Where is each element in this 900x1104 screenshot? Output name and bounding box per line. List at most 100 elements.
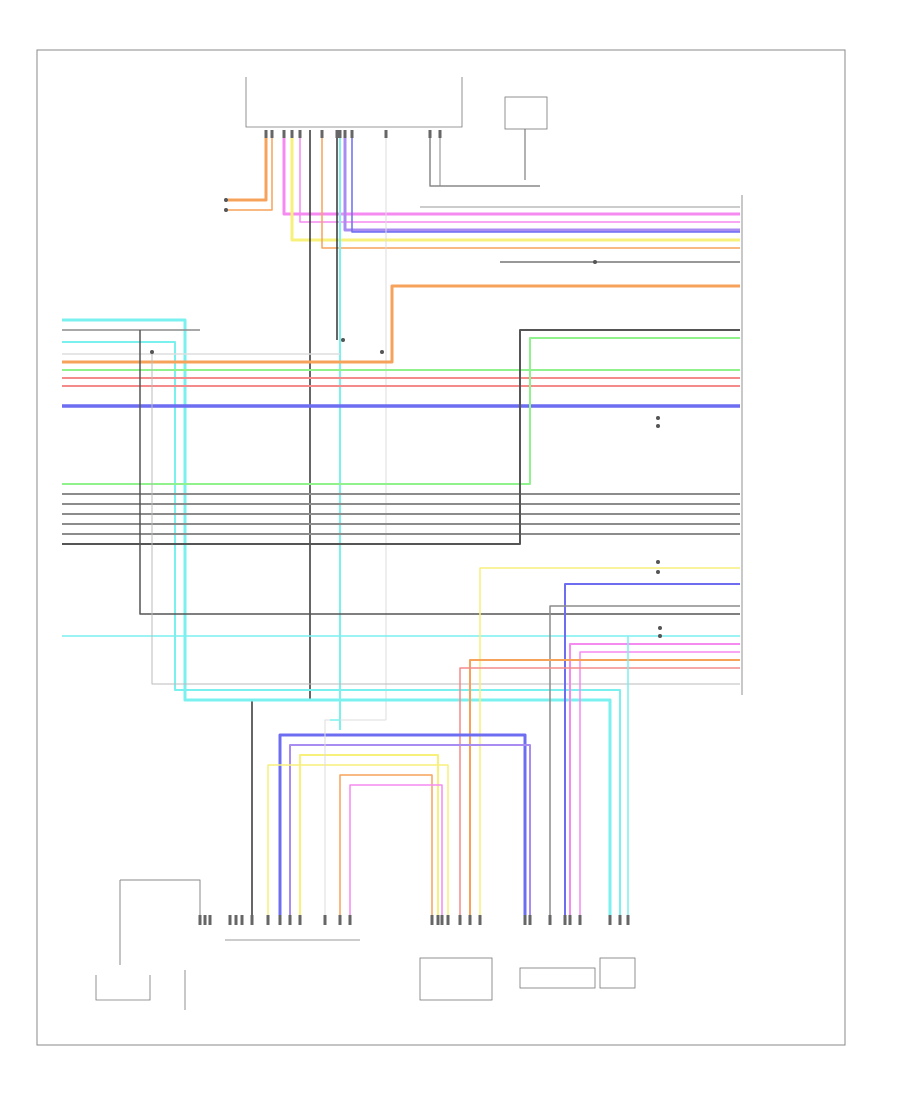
wire-orange-top xyxy=(228,130,268,202)
wire-green-loop xyxy=(62,337,740,485)
pin-stub xyxy=(234,915,238,925)
pin-stub xyxy=(240,915,244,925)
pin-stub xyxy=(290,130,294,138)
wire-blue-top xyxy=(351,130,740,233)
wire-red-right xyxy=(459,667,740,920)
connector-dot xyxy=(658,626,662,630)
wire-orange-top-2 xyxy=(228,130,273,211)
wire-orange-left xyxy=(62,284,740,364)
pin-stub xyxy=(428,130,432,138)
pin-stub xyxy=(338,130,342,138)
pin-stub xyxy=(578,915,582,925)
pin-stub xyxy=(288,915,292,925)
top-unit-outline xyxy=(245,77,463,128)
pin-stub xyxy=(208,915,212,925)
pin-stub xyxy=(228,915,232,925)
wire-yellow-bottom-2 xyxy=(267,764,449,920)
wire-orange-bottom xyxy=(339,774,433,920)
pin-stub xyxy=(264,130,268,138)
connector-dot xyxy=(593,260,597,264)
pin-stub xyxy=(618,915,622,925)
wire-group-right-lower xyxy=(459,567,740,920)
pin-stub xyxy=(323,915,327,925)
wire-white-bottom xyxy=(324,719,386,920)
bottom-speaker-b-box-2 xyxy=(599,957,636,989)
pin-stub xyxy=(266,915,270,925)
pin-stub xyxy=(335,130,339,138)
wire-orange-mid xyxy=(321,130,740,249)
wire-group-top xyxy=(228,130,740,920)
wire-dark-loop xyxy=(62,329,740,545)
wire-lightgray-down xyxy=(151,350,740,685)
wire-blue-bottom xyxy=(278,733,527,920)
pin-stub xyxy=(270,130,274,138)
wire-magenta-bottom xyxy=(349,784,443,920)
wire-group-left xyxy=(62,284,740,920)
connector-dot xyxy=(656,424,660,428)
connector-dot xyxy=(656,570,660,574)
pin-stub xyxy=(548,915,552,925)
wire-group-bottom xyxy=(119,719,531,965)
pin-stub xyxy=(298,130,302,138)
wire-yellow-bottom xyxy=(299,754,439,920)
pin-stub xyxy=(430,915,434,925)
wire-gray-antenna xyxy=(429,130,540,187)
wire-cyan-left-2 xyxy=(62,341,621,920)
pin-stub xyxy=(282,130,286,138)
pin-stub xyxy=(568,915,572,925)
pin-stub xyxy=(468,915,472,925)
connector-dot xyxy=(224,208,228,212)
pin-stub xyxy=(436,915,440,925)
pin-stub xyxy=(320,130,324,138)
pin-stub xyxy=(478,915,482,925)
pin-stub xyxy=(608,915,612,925)
pin-stub xyxy=(198,915,202,925)
wire-dark-down xyxy=(139,330,740,615)
pin-stub xyxy=(338,915,342,925)
top-antenna-box xyxy=(504,96,548,130)
wire-yellow-top xyxy=(290,130,740,242)
connector-dot xyxy=(380,350,384,354)
wire-antenna-left-2 xyxy=(120,879,201,920)
pin-stub xyxy=(626,915,630,925)
wire-orange-right xyxy=(469,659,740,920)
pin-stub xyxy=(440,915,444,925)
wire-magenta-top-2 xyxy=(299,130,740,223)
left-antenna-box xyxy=(95,975,151,1001)
connector-dot xyxy=(656,560,660,564)
connector-dot xyxy=(150,350,154,354)
pin-stub xyxy=(438,130,442,138)
pin-stub xyxy=(384,130,388,138)
pin-stub xyxy=(446,915,450,925)
connector-dot xyxy=(656,416,660,420)
bottom-speaker-a-box xyxy=(419,957,493,1001)
pin-stub xyxy=(348,915,352,925)
diagram-frame xyxy=(36,49,846,1046)
top-unit xyxy=(245,77,463,128)
pin-stub xyxy=(250,915,254,925)
bottom-components xyxy=(95,939,636,1010)
pin-stub xyxy=(528,915,532,925)
connector-marks xyxy=(150,198,662,638)
wire-cyan-left xyxy=(62,318,612,920)
pin-stub xyxy=(298,915,302,925)
wire-magenta-right-2 xyxy=(579,651,740,920)
wire-magenta-right xyxy=(569,643,740,920)
wire-yellow-right xyxy=(479,567,740,920)
wire-violet-top xyxy=(343,130,740,232)
pin-stub xyxy=(350,130,354,138)
pin-stub xyxy=(203,915,207,925)
wire-violet-bottom xyxy=(289,744,531,920)
pin-stub xyxy=(523,915,527,925)
pin-stub xyxy=(278,915,282,925)
wire-magenta-top xyxy=(282,130,740,216)
wire-gray-right-2 xyxy=(549,605,740,920)
pin-stub xyxy=(458,915,462,925)
top-antenna xyxy=(504,96,548,180)
bottom-speaker-b-box xyxy=(519,967,596,989)
pin-stubs xyxy=(198,130,630,925)
connector-dot xyxy=(224,198,228,202)
connector-dot xyxy=(341,338,345,342)
